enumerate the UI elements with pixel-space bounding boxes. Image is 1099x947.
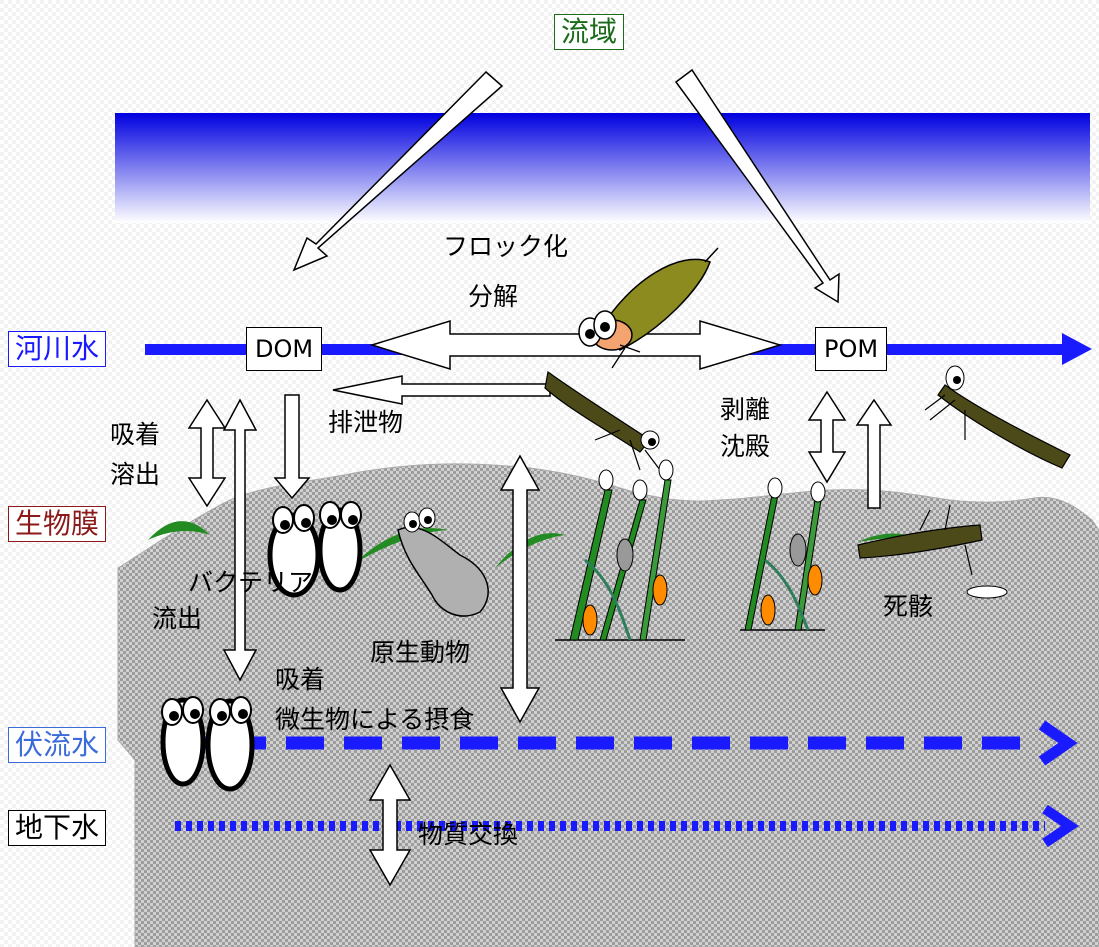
material-exchange-label: 物質交換 [418,820,519,849]
adsorption-elution-arrow [187,398,227,508]
dom-box: DOM [246,327,323,371]
adsorption-label-2: 吸着 [275,665,326,694]
material-exchange-arrow [368,763,412,887]
microbial-grazing-label: 微生物による摂食 [275,705,475,734]
detachment-label: 剥離 [720,395,771,424]
caddis-larva-illustration [544,370,661,471]
stalked-protozoa-colony-1 [555,459,685,641]
biofilm-label: 生物膜 [8,506,107,542]
bacteria-cluster-hyporheic [160,696,255,792]
sedimentation-label: 沈殿 [720,432,771,461]
hyporheic-water-label: 伏流水 [8,727,107,763]
elution-label: 溶出 [110,460,161,489]
watershed-to-dom-arrow [292,70,504,272]
watershed-label: 流域 [554,14,625,50]
adsorption-label-1: 吸着 [110,420,161,449]
pom-box: POM [815,327,888,371]
stalked-protozoa-colony-2 [740,477,826,631]
flocculation-double-arrow [369,319,783,371]
flocculation-label: フロック化 [443,232,569,261]
sky-gradient [115,113,1090,223]
carcass-label: 死骸 [883,592,934,621]
caddis-larva-right-illustration [924,365,1071,469]
bacteria-outflow-arrow [222,398,258,682]
outflow-label: 流出 [152,604,203,633]
dom-down-arrow [273,394,311,500]
decomposition-label: 分解 [468,282,519,311]
groundwater-flow-arrow [175,804,1079,848]
bacteria-cluster-biofilm [267,501,363,598]
groundwater-label: 地下水 [8,810,107,846]
bacteria-label: バクテリア [188,568,314,597]
carcass-illustration [857,504,1008,599]
excretion-label: 排泄物 [328,408,404,437]
watershed-to-pom-arrow [674,68,840,304]
pom-up-arrow [855,398,893,509]
floating-insect-illustration [578,247,719,369]
protozoa-label: 原生動物 [370,638,471,667]
protozoa-illustration [397,507,489,617]
river-water-label: 河川水 [8,331,107,367]
hyporheic-flow-arrow [170,720,1078,766]
detachment-sedimentation-arrow [807,390,847,484]
grazing-double-arrow [499,454,541,724]
